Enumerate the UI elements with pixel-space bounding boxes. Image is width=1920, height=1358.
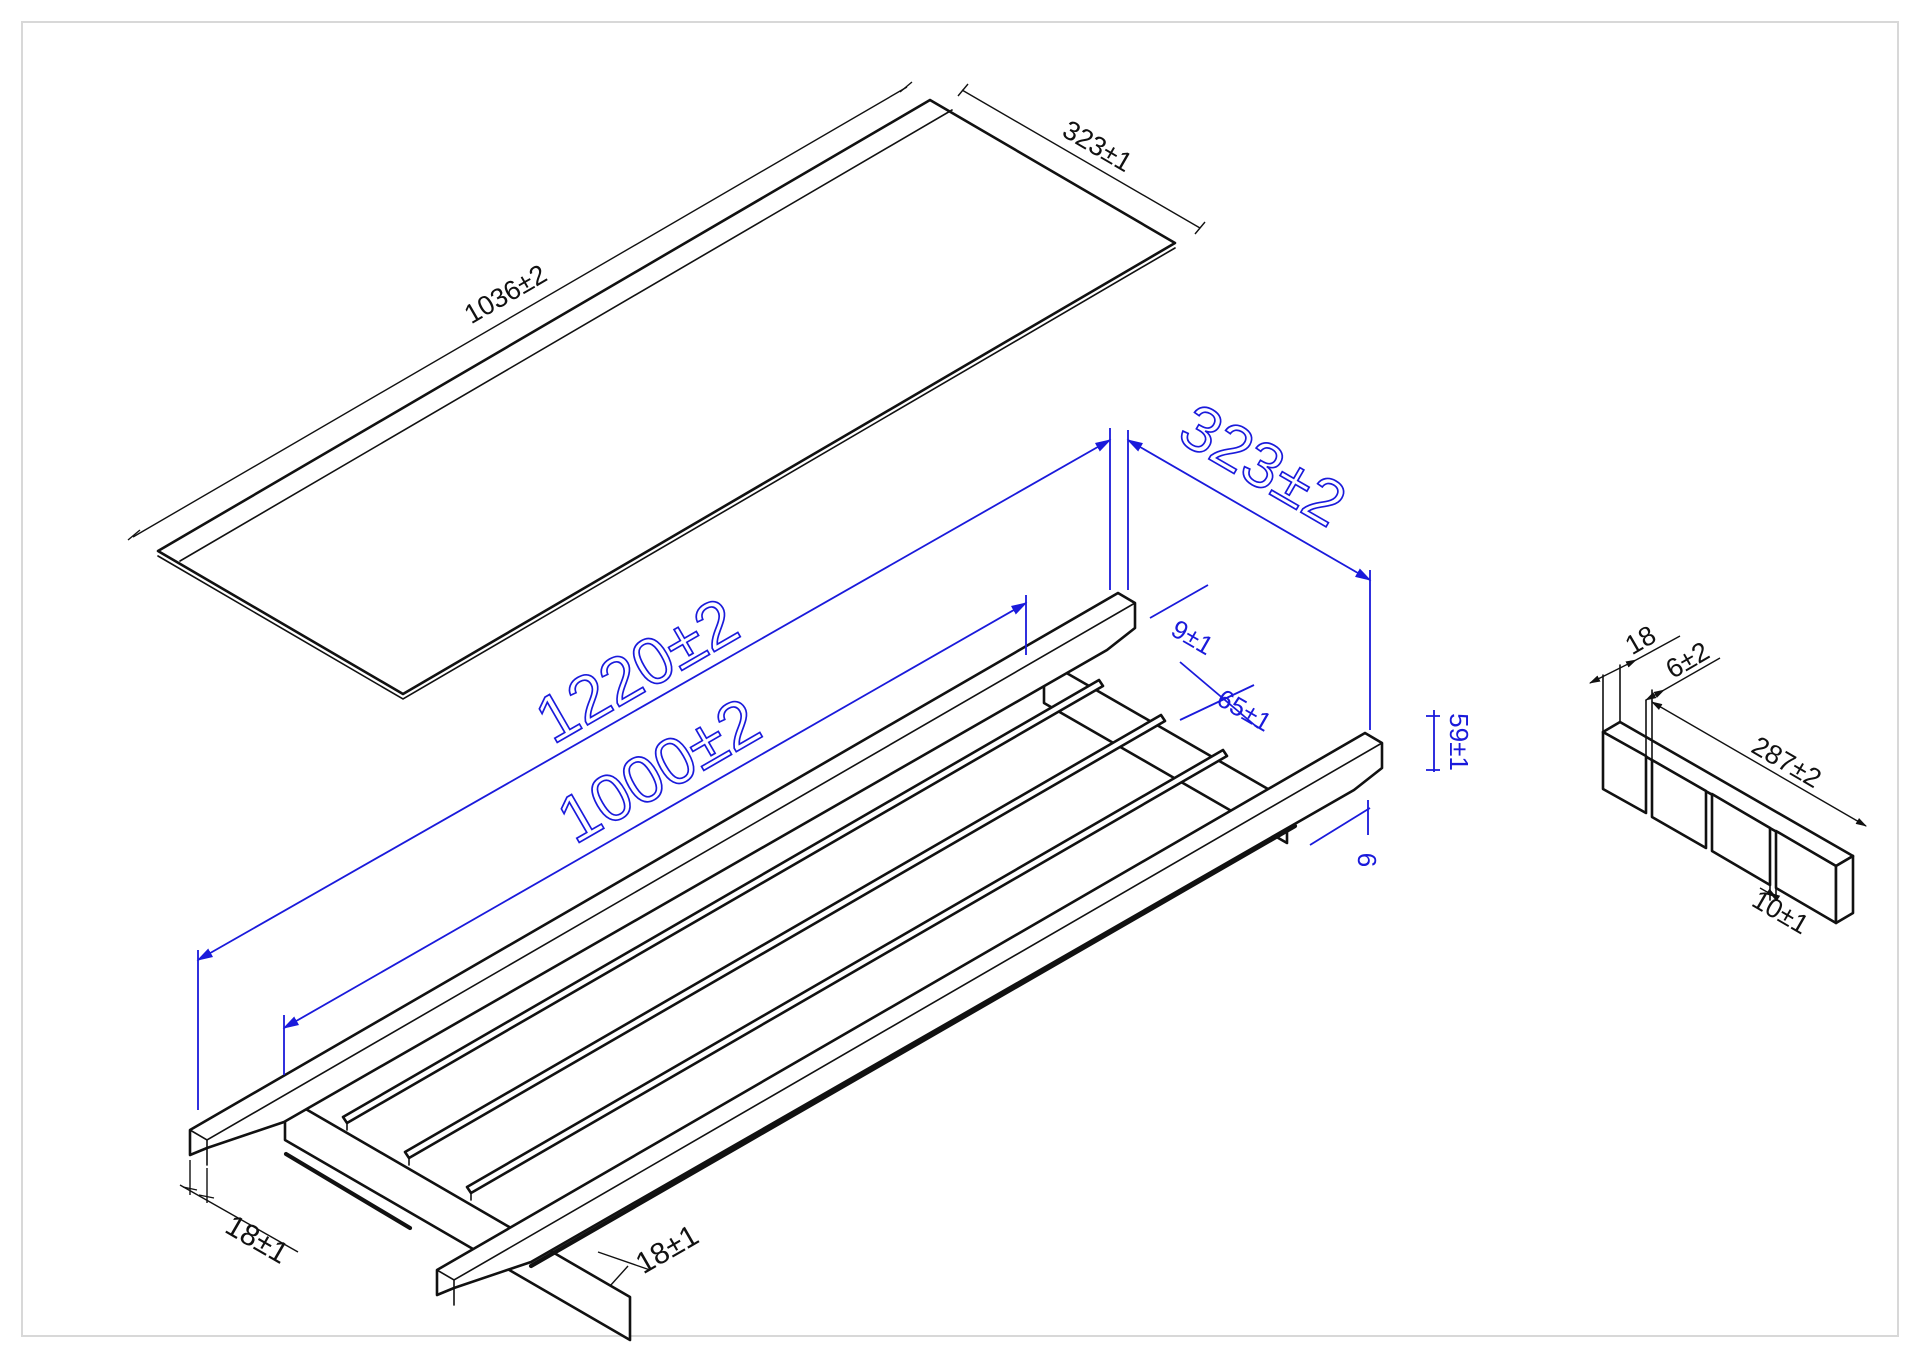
dim-slat-spacing: 65±1 [1212, 683, 1277, 738]
dim-slat-gap: 9±1 [1166, 613, 1218, 661]
dim-detail-thickness: 18 [1620, 620, 1661, 661]
dim-rail-thickness-front: 18±1 [630, 1219, 704, 1281]
dim-detail-length: 287±2 [1747, 730, 1827, 793]
dim-rail-height: 59±1 [1444, 713, 1474, 771]
dim-panel-length: 1036±2 [459, 259, 552, 330]
dim-rail-thickness-left: 18±1 [220, 1209, 294, 1271]
sheet-border [21, 21, 1899, 1337]
base-frame [188, 591, 1384, 1342]
dim-detail-recess: 6±2 [1661, 636, 1715, 684]
detail-view [1601, 664, 1855, 925]
dim-rail-offset: 9 [1352, 853, 1382, 867]
